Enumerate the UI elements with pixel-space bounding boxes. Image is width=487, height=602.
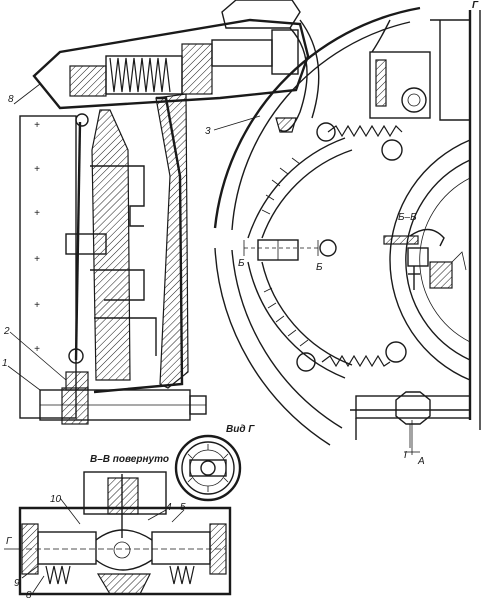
svg-text:+: +	[34, 344, 40, 355]
label-1: 1	[2, 358, 8, 369]
svg-text:+: +	[34, 120, 40, 131]
label-section-vv: В–В повернуто	[90, 454, 169, 465]
label-g-bottom: Г	[6, 536, 13, 547]
lever-housing: + + + + + +	[19, 109, 207, 425]
label-5: 5	[180, 502, 186, 513]
label-2: 2	[3, 326, 10, 337]
svg-text:+: +	[34, 208, 40, 219]
label-8-top: 8	[8, 94, 14, 105]
label-b-right: Б	[316, 262, 323, 273]
svg-text:+: +	[34, 300, 40, 311]
view-g-detail	[174, 434, 242, 502]
labels: 8 3 2 1 Б–Б Б Б Вид Г В–В повернуто 10 4…	[2, 0, 479, 601]
svg-text:+: +	[34, 254, 40, 265]
label-view-g: Вид Г	[226, 424, 255, 435]
leader-lines	[7, 83, 261, 595]
label-g-top: Г	[472, 0, 479, 11]
label-4: 4	[166, 502, 172, 513]
label-10: 10	[50, 494, 62, 505]
section-vv	[4, 471, 232, 596]
label-9: 9	[14, 578, 20, 589]
label-3: 3	[205, 126, 211, 137]
svg-text:+: +	[34, 164, 40, 175]
brake-drum-view	[213, 6, 481, 455]
label-b-left: Б	[238, 258, 245, 269]
label-i: I	[404, 450, 407, 461]
master-cylinder-section	[32, 0, 320, 394]
label-a: А	[417, 456, 425, 467]
label-8-bottom: 8	[26, 590, 32, 601]
label-section-bb: Б–Б	[398, 212, 417, 223]
